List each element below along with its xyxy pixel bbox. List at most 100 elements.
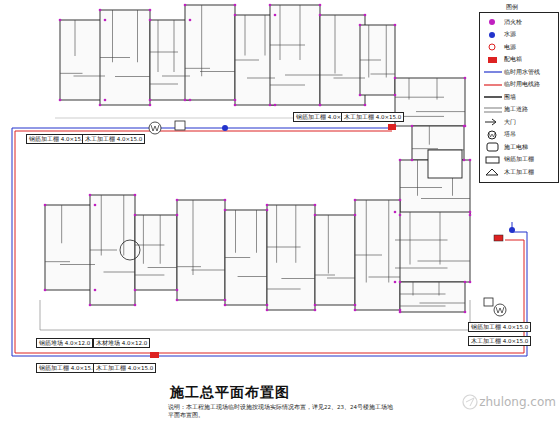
interior-wall [174,20,175,72]
column-dot [149,9,152,12]
legend-row: 塔吊 [482,129,556,142]
column-dot [149,104,152,107]
column-dot [274,104,277,107]
column-dot [463,125,466,128]
facility-box: 木工加工棚 4.0×15.0 [468,336,531,346]
column-dot [224,199,227,202]
facility-box: 钢筋加工棚 4.0×15.0 [468,322,531,332]
interior-wall [327,278,355,279]
interior-wall [123,195,124,256]
column-dot [176,299,179,302]
legend-text: 围墙 [504,94,516,101]
interior-wall [395,97,444,98]
column-dot [411,125,414,128]
site-road [40,300,470,330]
legend-text: 临时用电线路 [504,81,540,88]
building-block [355,200,400,310]
legend-row: 电源 [482,41,556,54]
interior-wall [360,60,381,61]
interior-wall [135,275,164,276]
interior-wall [193,200,194,275]
interior-wall [60,264,95,265]
building-block [270,5,320,105]
building-block [267,205,315,310]
interior-wall [409,78,410,100]
column-dot [176,199,179,202]
interior-wall [185,68,210,69]
column-dot [184,99,187,102]
interior-wall [256,210,257,253]
legend-text: 水源 [504,31,516,38]
interior-wall [112,10,113,62]
facility-label: 木工加工棚 4.0×15.0 [96,365,153,371]
legend-text: 临时用水管线 [504,69,540,76]
interior-wall [400,187,442,188]
legend-sample [482,155,504,165]
building-block [100,10,150,105]
legend-row: 临时用电线路 [482,79,556,92]
watermark: zhulong.com [479,395,556,409]
interior-wall [418,261,471,262]
column-dot [394,24,397,27]
facility-box: 木工加工棚 4.0×15.0 [93,363,156,373]
legend-text: 施工电梯 [504,144,528,151]
column-dot [319,104,322,107]
interior-wall [437,78,438,100]
legend-sample [482,55,504,65]
interior-wall [137,10,138,62]
column-dot [314,309,317,312]
link-corridor [428,150,462,178]
column-dot [134,194,137,197]
building-block [177,200,225,300]
interior-wall [281,278,315,279]
drawing-title: 施工总平面布置图 [170,384,290,402]
interior-wall [320,75,343,76]
facility-label: 木工加工棚 4.0×15.0 [344,114,401,120]
building-block [225,210,267,305]
column-dot [464,77,467,80]
column-dot [224,209,227,212]
interior-wall [104,272,136,273]
interior-wall [270,85,305,86]
column-dot [176,214,179,217]
column-dot [104,19,107,22]
tower-crane-mark [151,125,159,131]
column-dot [134,304,137,307]
legend-sample [482,142,504,152]
legend-sample [482,130,504,140]
interior-wall [115,76,150,77]
column-dot [469,159,472,162]
legend-sample [482,167,504,177]
column-dot [149,19,152,22]
column-dot [354,199,357,202]
column-dot [44,204,47,207]
column-dot [99,9,102,12]
interior-wall [439,282,440,296]
column-dot [464,281,467,284]
interior-wall [60,73,83,74]
interior-wall [238,276,267,277]
column-dot [176,289,179,292]
column-dot [319,104,322,107]
interior-wall [267,289,301,290]
column-dot [469,281,472,284]
interior-wall [247,78,275,79]
legend-text: 钢筋加工棚 [504,156,534,163]
building-block [315,215,355,305]
interior-wall [400,306,446,307]
facility-label: 钢筋加工棚 4.0×15.0 [29,136,86,142]
column-dot [319,14,322,17]
legend-row: 临时用水管线 [482,66,556,79]
legend-text: 大门 [504,119,516,126]
legend-row: 围墙 [482,91,556,104]
legend-heading: 图例 [506,3,518,12]
building-block [185,5,235,100]
interior-wall [160,215,161,264]
facility-box: 钢筋加工棚 4.0×15.0 [26,134,89,144]
interior-wall [388,200,389,283]
column-dot [364,14,367,17]
interior-wall [366,200,367,283]
column-dot [224,304,227,307]
column-dot [411,159,414,162]
